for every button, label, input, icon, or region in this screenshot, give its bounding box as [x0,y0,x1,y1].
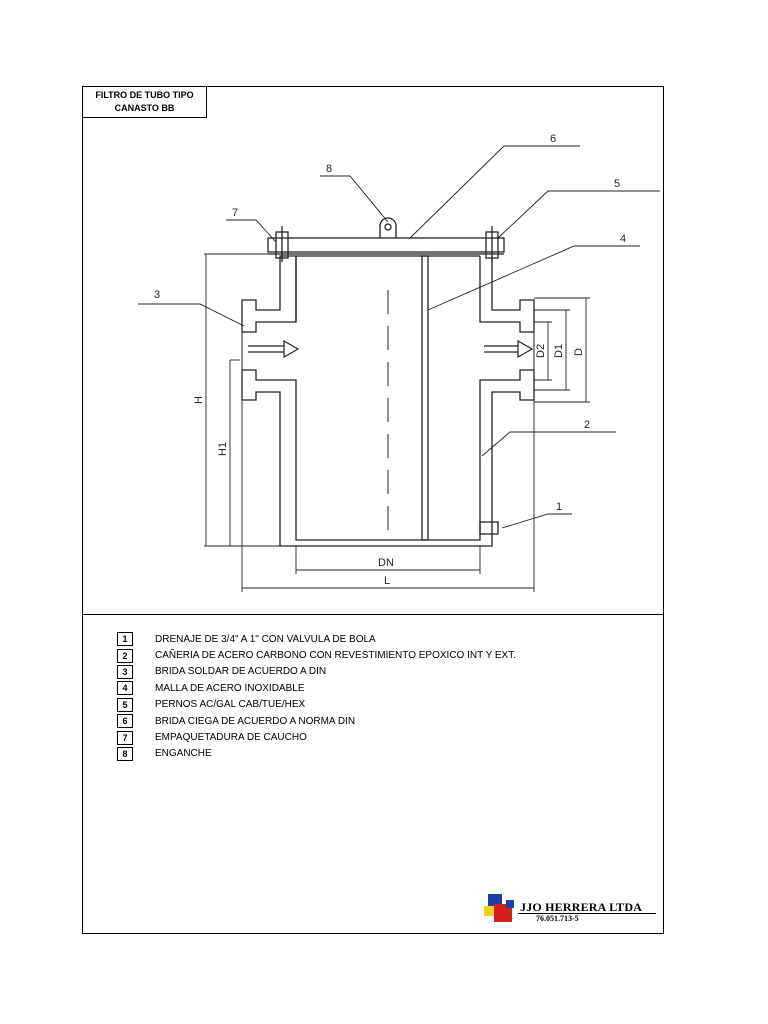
legend-number: 3 [117,664,133,679]
callout-7: 7 [232,207,238,219]
title-block: FILTRO DE TUBO TIPO CANASTO BB [82,86,207,118]
legend-item: 4 MALLA DE ACERO INOXIDABLE [117,680,516,696]
section-divider [82,614,664,615]
drain-valve [479,521,499,535]
legend-number: 8 [117,746,133,761]
title-line-2: CANASTO BB [114,103,175,113]
callout-5: 5 [614,178,620,190]
legend-description: CAÑERIA DE ACERO CARBONO CON REVESTIMIEN… [155,650,517,662]
blind-flange-cover [267,237,505,253]
dim-D: D [573,348,585,356]
company-rut: 76.051.713-5 [536,914,579,923]
callout-4: 4 [620,233,626,245]
legend-item: 6 BRIDA CIEGA DE ACUERDO A NORMA DIN [117,713,516,729]
drawing-sheet [82,86,664,934]
legend-item: 5 PERNOS AC/GAL CAB/TUE/HEX [117,697,516,713]
legend-number: 1 [117,632,133,647]
stainless-mesh-screen [421,255,429,541]
dim-DN: DN [378,557,394,569]
legend-description: BRIDA SOLDAR DE ACUERDO A DIN [155,666,327,678]
callout-2: 2 [584,419,590,431]
logo-blue-small [506,900,514,908]
legend-item: 3 BRIDA SOLDAR DE ACUERDO A DIN [117,664,516,680]
company-name: JJO HERRERA LTDA [520,900,643,914]
dim-D1: D1 [553,344,565,358]
dim-D2: D2 [535,344,547,358]
callout-6: 6 [550,133,556,145]
legend-description: BRIDA CIEGA DE ACUERDO A NORMA DIN [155,715,356,727]
legend-number: 6 [117,714,133,729]
legend-description: MALLA DE ACERO INOXIDABLE [155,682,305,694]
lifting-hook [379,217,397,238]
callout-3: 3 [154,289,160,301]
logo-yellow-square [484,906,494,916]
hook-hole [384,223,392,231]
legend-number: 7 [117,730,133,745]
flow-arrows [248,339,534,359]
parts-legend: 1 DRENAJE DE 3/4" A 1" CON VALVULA DE BOL… [117,631,516,762]
left-upper-wall [241,255,297,333]
dimension-lines [204,253,590,592]
company-logo: JJO HERRERA LTDA 76.051.713-5 [484,892,664,928]
logo-underline [518,913,656,914]
callout-8: 8 [326,163,332,175]
legend-item: 1 DRENAJE DE 3/4" A 1" CON VALVULA DE BOL… [117,631,516,647]
right-upper-wall [479,256,535,333]
dim-H1: H1 [217,442,229,456]
legend-number: 4 [117,681,133,696]
legend-item: 8 ENGANCHE [117,746,516,762]
leader-lines [138,145,660,529]
dim-H: H [193,396,205,404]
legend-number: 2 [117,648,133,663]
legend-item: 2 CAÑERIA DE ACERO CARBONO CON REVESTIMIE… [117,647,516,663]
dim-L: L [384,575,390,587]
legend-description: DRENAJE DE 3/4" A 1" CON VALVULA DE BOLA [155,633,376,645]
callout-1: 1 [556,501,562,513]
legend-description: ENGANCHE [155,748,212,760]
logo-blue-square [488,894,502,906]
logo-red-square [494,904,512,922]
legend-description: EMPAQUETADURA DE CAUCHO [155,732,307,744]
title-line-1: FILTRO DE TUBO TIPO [95,90,194,100]
legend-description: PERNOS AC/GAL CAB/TUE/HEX [155,699,306,711]
legend-number: 5 [117,697,133,712]
legend-item: 7 EMPAQUETADURA DE CAUCHO [117,729,516,745]
